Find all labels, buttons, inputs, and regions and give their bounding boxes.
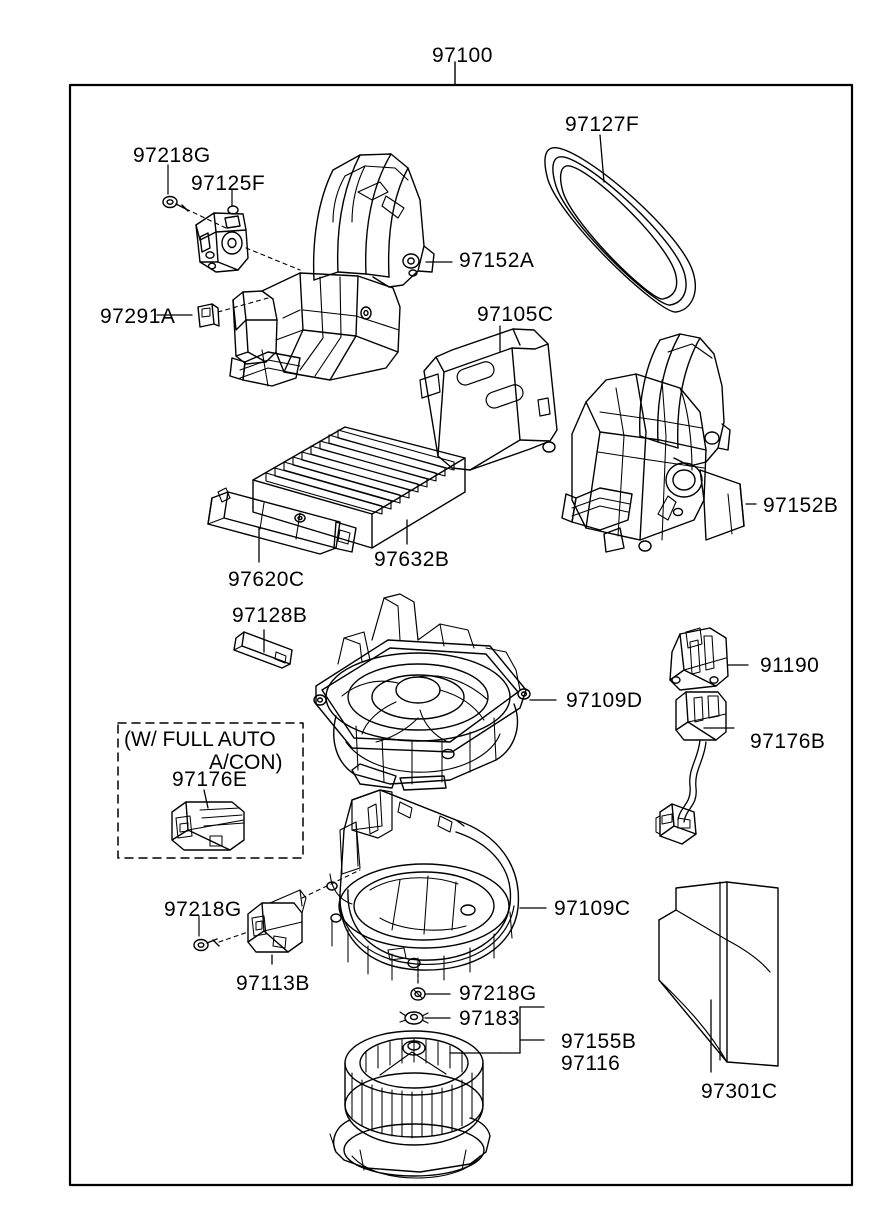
label-97218g-blower: 97218G — [459, 982, 537, 1005]
part-97620c-filter-guide — [207, 487, 357, 563]
part-97218g-top — [162, 164, 229, 230]
label-97218g-lower-left: 97218G — [164, 898, 242, 921]
part-97128b-seal-strip — [233, 629, 293, 669]
part-97152b-heater-case-right — [561, 333, 757, 553]
part-97176b-resistor-harness — [655, 691, 735, 845]
label-97152a: 97152A — [459, 249, 535, 272]
label-97218g-top: 97218G — [133, 144, 211, 167]
part-97301c-panel — [658, 881, 779, 1073]
label-97183: 97183 — [459, 1007, 520, 1030]
label-97109c: 97109C — [554, 897, 631, 920]
label-97301c: 97301C — [701, 1080, 778, 1103]
label-97176e: 97176E — [172, 768, 248, 791]
part-97152a-heater-case-left — [229, 153, 453, 387]
label-97105c: 97105C — [477, 303, 554, 326]
label-97113b: 97113B — [236, 972, 310, 995]
note-line-2: A/CON) — [209, 751, 283, 774]
part-97113b-actuator — [247, 869, 361, 965]
label-97125f: 97125F — [191, 172, 266, 195]
part-97116-blower-motor — [329, 1006, 545, 1179]
note-box-full-auto-acon — [117, 722, 304, 859]
part-97218g-lower-left — [193, 915, 249, 952]
label-97116: 97116 — [561, 1052, 621, 1075]
label-97155b: 97155B — [561, 1030, 637, 1053]
part-97127f-seal — [544, 134, 696, 313]
part-97105c-cover — [419, 325, 558, 471]
part-97291a-clip — [156, 297, 269, 328]
label-97109d: 97109D — [566, 689, 643, 712]
label-91190: 91190 — [760, 654, 820, 677]
label-97176b: 97176B — [750, 730, 826, 753]
part-97176e-transistor — [171, 789, 245, 851]
label-97291a: 97291A — [100, 305, 176, 328]
label-97127f: 97127F — [565, 113, 640, 136]
part-97632b-cabin-filter — [252, 426, 466, 549]
label-97152b: 97152B — [763, 494, 839, 517]
part-97218g-blower-screw — [410, 967, 451, 1001]
part-97183-nut — [399, 1011, 451, 1025]
label-97620c: 97620C — [228, 568, 305, 591]
diagram-border — [68, 83, 854, 1187]
label-97128b: 97128B — [232, 604, 308, 627]
part-97125f-actuator — [195, 189, 301, 273]
part-91190-bracket — [669, 627, 749, 691]
label-97100: 97100 — [432, 44, 493, 67]
label-97632b: 97632B — [374, 548, 450, 571]
part-97109d-blower-case-upper — [313, 593, 557, 791]
part-97109c-blower-case-lower — [326, 789, 547, 983]
note-line-1: (W/ FULL AUTO — [124, 728, 276, 751]
